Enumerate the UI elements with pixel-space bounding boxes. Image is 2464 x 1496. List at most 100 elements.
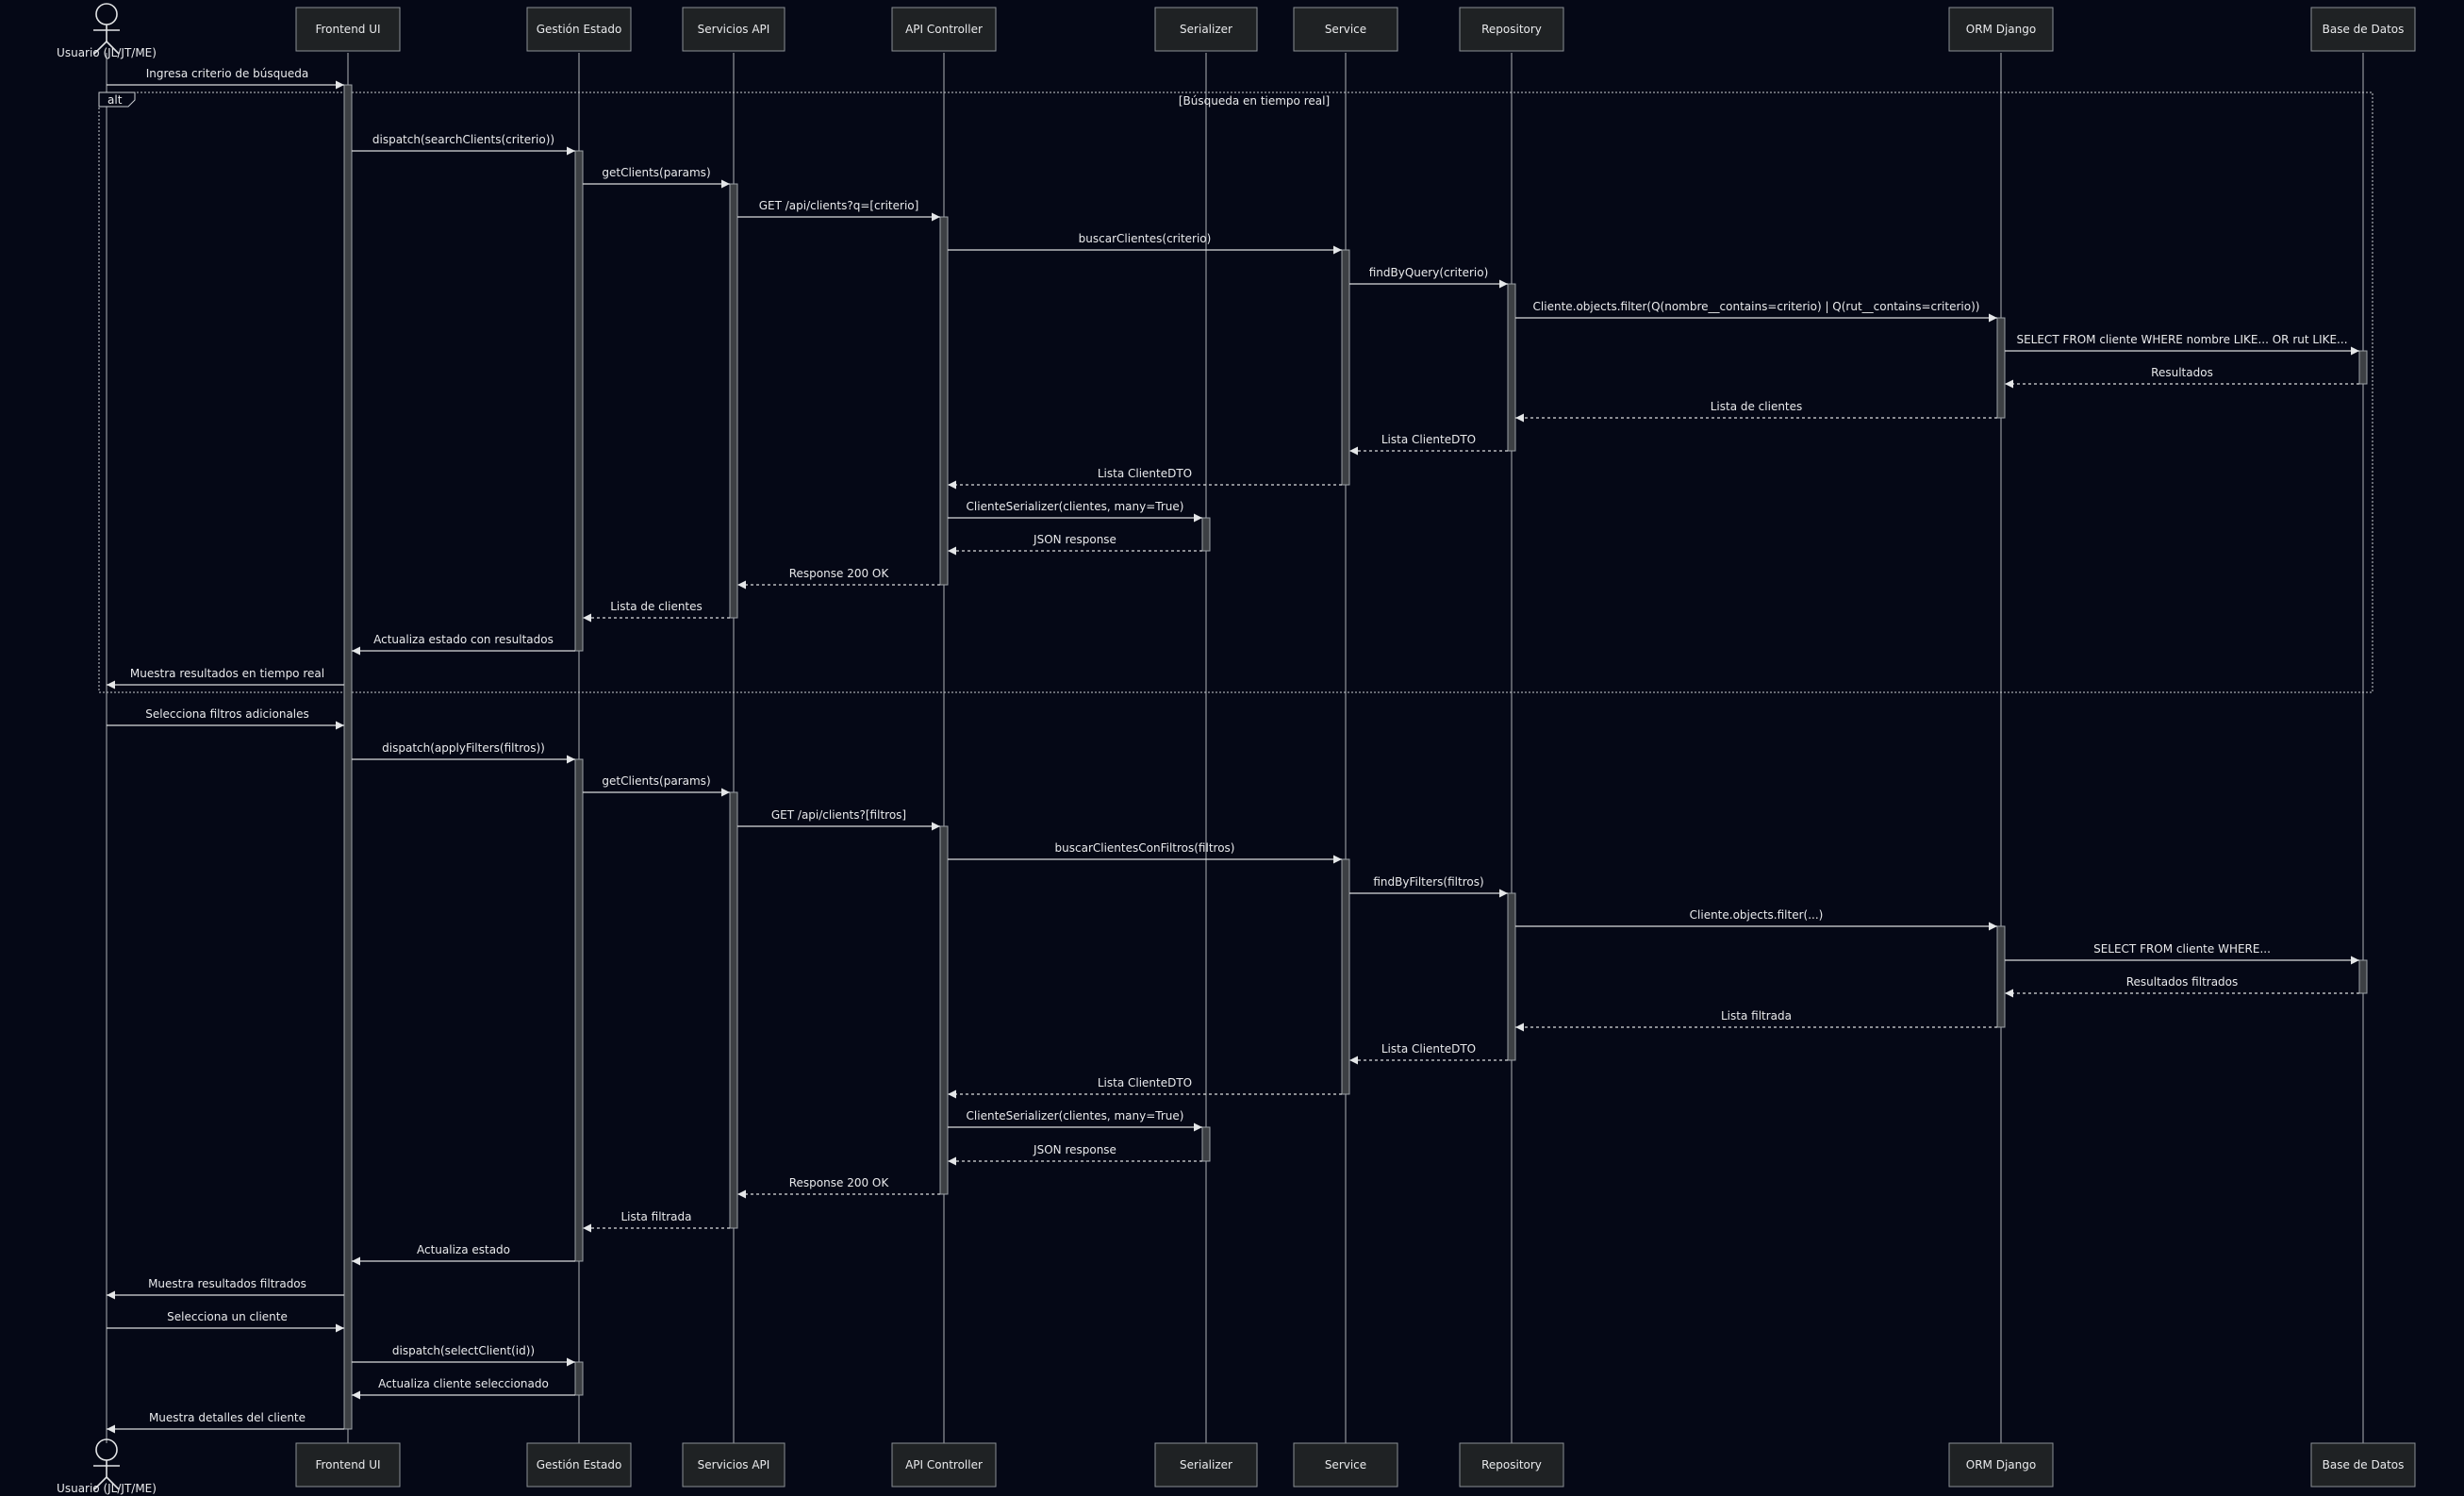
message-40: Muestra detalles del cliente [107, 1411, 344, 1434]
activation-bar-frontend [343, 84, 353, 1430]
participant-api-bottom: Servicios API [682, 1442, 786, 1488]
message-label: Muestra resultados en tiempo real [130, 667, 324, 680]
participant-box [526, 1442, 632, 1488]
message-label: Cliente.objects.filter(Q(nombre__contain… [1533, 300, 1980, 313]
message-2: dispatch(searchClients(criterio)) [352, 133, 575, 156]
participant-serializer-top: Serializer [1154, 7, 1258, 52]
message-23: buscarClientesConFiltros(filtros) [948, 841, 1342, 864]
participant-box [1154, 1442, 1258, 1488]
activation-bar-serializer [1201, 517, 1211, 552]
activation-bar-estado [574, 150, 584, 652]
participant-box [1459, 1442, 1564, 1488]
participant-label: Serializer [1180, 1458, 1232, 1471]
message-label: GET /api/clients?q=[criterio] [759, 199, 919, 212]
message-label: Lista de clientes [1711, 400, 1803, 413]
message-1: Ingresa criterio de búsqueda [107, 67, 344, 90]
participant-frontend-top: Frontend UI [295, 7, 401, 52]
participant-label: Service [1325, 1458, 1366, 1471]
participant-label: Base de Datos [2323, 1458, 2405, 1471]
alt-frame: alt[Búsqueda en tiempo real] [98, 91, 2373, 693]
participant-box [2310, 1442, 2416, 1488]
message-10: Lista de clientes [1515, 400, 1997, 423]
message-label: Lista ClienteDTO [1098, 467, 1192, 480]
participant-label: Serializer [1180, 23, 1232, 36]
activation-bar-service [1341, 858, 1350, 1095]
participant-box [1948, 7, 2054, 52]
message-label: JSON response [1033, 1143, 1116, 1156]
message-label: Lista ClienteDTO [1098, 1076, 1192, 1089]
alt-frame-title: [Búsqueda en tiempo real] [1179, 94, 1330, 108]
participant-box [295, 7, 401, 52]
message-26: SELECT FROM cliente WHERE... [2005, 942, 2359, 965]
participant-label: Repository [1481, 23, 1542, 36]
message-label: ClienteSerializer(clientes, many=True) [967, 1109, 1184, 1122]
participant-box [1154, 7, 1258, 52]
participant-orm-bottom: ORM Django [1948, 1442, 2054, 1488]
message-label: Muestra resultados filtrados [148, 1277, 306, 1290]
activation-bar-db [2358, 959, 2368, 994]
activation-bar-serializer [1201, 1126, 1211, 1162]
actor-usuario-bottom: Usuario (JL/JT/ME) [57, 1438, 157, 1495]
message-12: Lista ClienteDTO [948, 467, 1342, 490]
message-35: Actualiza estado [352, 1243, 575, 1266]
message-label: getClients(params) [602, 166, 710, 179]
message-label: Selecciona filtros adicionales [145, 707, 309, 721]
message-37: Selecciona un cliente [107, 1310, 344, 1333]
message-4: GET /api/clients?q=[criterio] [737, 199, 940, 222]
participant-box [682, 7, 786, 52]
participant-db-top: Base de Datos [2310, 7, 2416, 52]
participant-orm-top: ORM Django [1948, 7, 2054, 52]
participant-frontend-bottom: Frontend UI [295, 1442, 401, 1488]
participant-label: Servicios API [698, 1458, 770, 1471]
message-label: buscarClientesConFiltros(filtros) [1055, 841, 1235, 855]
message-7: Cliente.objects.filter(Q(nombre__contain… [1515, 300, 1997, 323]
activation-bar-service [1341, 249, 1350, 486]
message-34: Lista filtrada [583, 1210, 730, 1233]
message-16: Lista de clientes [583, 600, 730, 623]
activation-bar-orm [1996, 925, 2006, 1028]
message-30: Lista ClienteDTO [948, 1076, 1342, 1099]
participant-box [1293, 1442, 1398, 1488]
message-label: Actualiza estado [417, 1243, 510, 1256]
participant-repository-top: Repository [1459, 7, 1564, 52]
message-label: Lista ClienteDTO [1381, 1042, 1476, 1056]
message-25: Cliente.objects.filter(...) [1515, 908, 1997, 931]
activation-bar-api [729, 791, 738, 1229]
message-label: Response 200 OK [789, 1176, 890, 1189]
message-24: findByFilters(filtros) [1349, 875, 1508, 898]
message-13: ClienteSerializer(clientes, many=True) [948, 500, 1202, 523]
activation-bar-api [729, 183, 738, 619]
activation-bar-db [2358, 350, 2368, 385]
participant-label: ORM Django [1966, 1458, 2036, 1471]
participant-serializer-bottom: Serializer [1154, 1442, 1258, 1488]
message-label: dispatch(searchClients(criterio)) [372, 133, 554, 146]
message-label: Actualiza estado con resultados [373, 633, 554, 646]
participant-box [295, 1442, 401, 1488]
message-38: dispatch(selectClient(id)) [352, 1344, 575, 1367]
activation-bar-repository [1507, 283, 1516, 452]
message-label: getClients(params) [602, 774, 710, 788]
message-label: Muestra detalles del cliente [149, 1411, 306, 1424]
message-18: Muestra resultados en tiempo real [107, 667, 344, 690]
participant-controller-bottom: API Controller [891, 1442, 997, 1488]
participant-estado-top: Gestión Estado [526, 7, 632, 52]
actor-person-icon [95, 3, 118, 25]
message-label: Selecciona un cliente [167, 1310, 288, 1323]
activation-bar-estado [574, 1361, 584, 1396]
message-label: SELECT FROM cliente WHERE nombre LIKE...… [2016, 333, 2347, 346]
message-32: JSON response [948, 1143, 1202, 1166]
activation-bar-controller [939, 216, 949, 586]
participant-box [526, 7, 632, 52]
activation-bar-controller [939, 825, 949, 1195]
message-8: SELECT FROM cliente WHERE nombre LIKE...… [2005, 333, 2359, 356]
message-33: Response 200 OK [737, 1176, 940, 1199]
message-5: buscarClientes(criterio) [948, 232, 1342, 255]
participant-box [891, 1442, 997, 1488]
message-label: findByQuery(criterio) [1369, 266, 1489, 279]
message-39: Actualiza cliente seleccionado [352, 1377, 575, 1400]
activation-bar-estado [574, 758, 584, 1262]
message-14: JSON response [948, 533, 1202, 556]
message-11: Lista ClienteDTO [1349, 433, 1508, 456]
participant-service-top: Service [1293, 7, 1398, 52]
message-label: ClienteSerializer(clientes, many=True) [967, 500, 1184, 513]
